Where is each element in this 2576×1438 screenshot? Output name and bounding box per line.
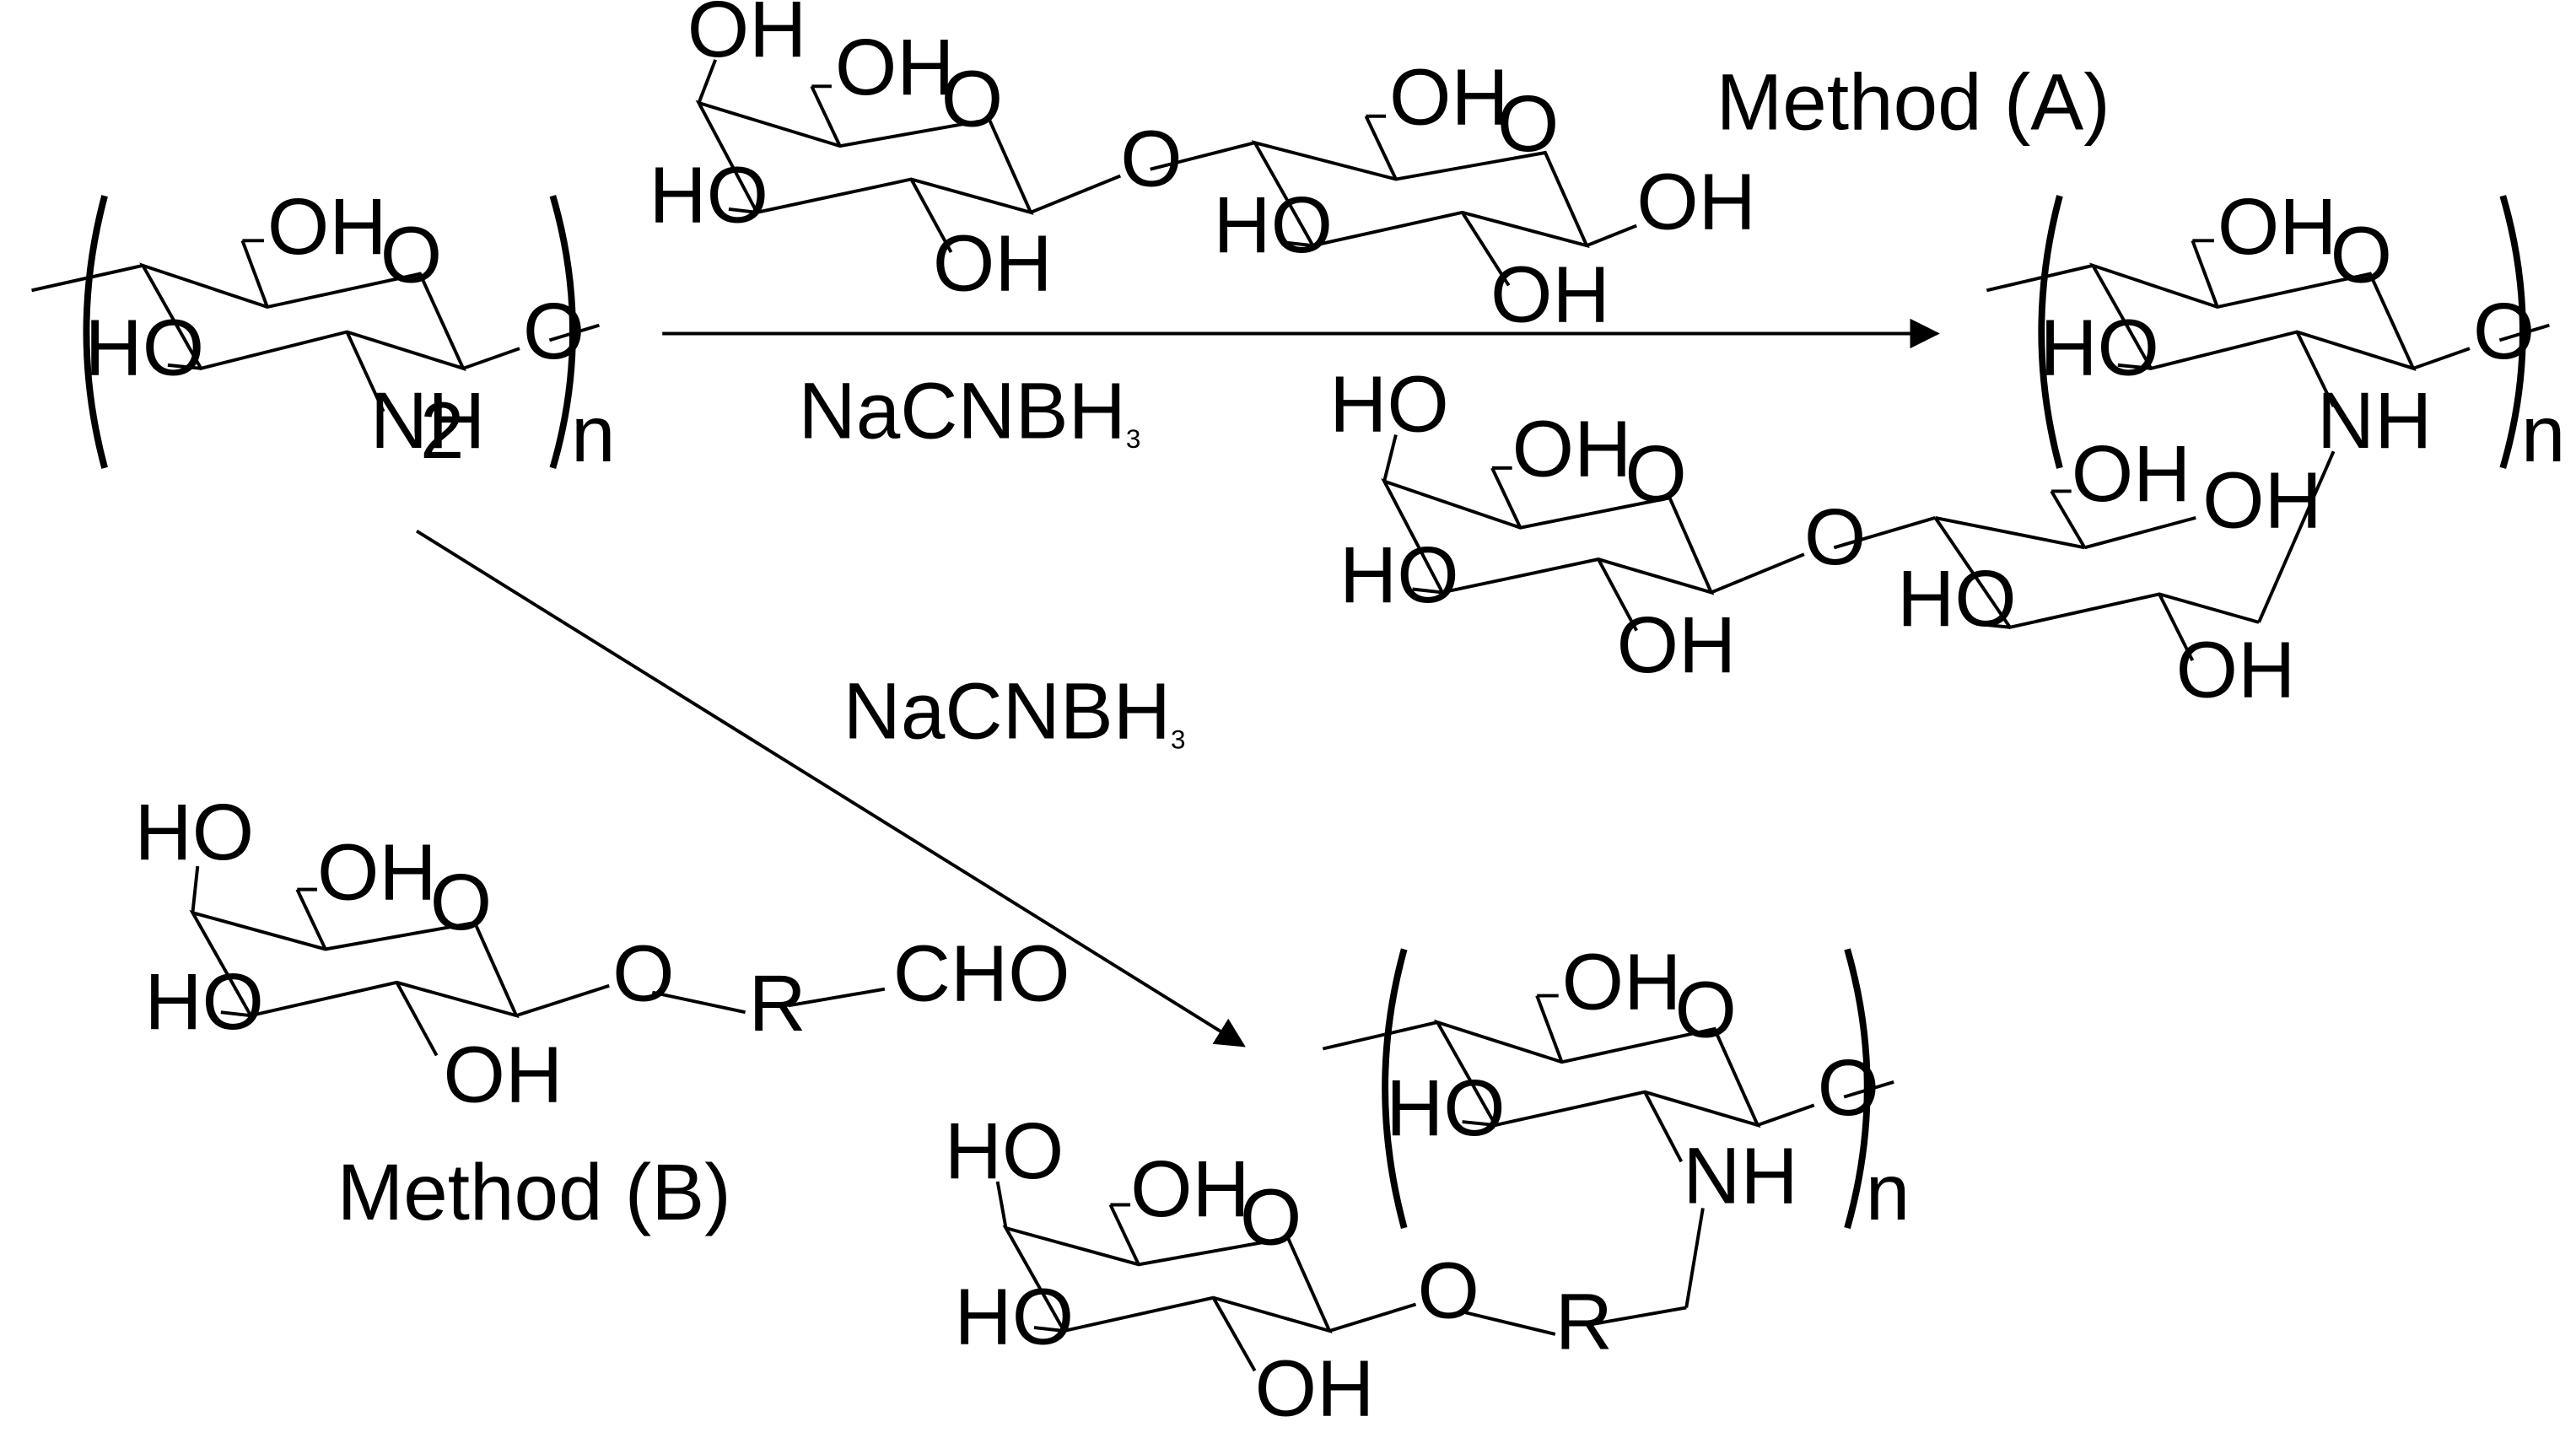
product-b-ring-o: O [1674, 967, 1736, 1055]
product-b-gal-c3-ho: HO [955, 1274, 1075, 1362]
galactoside-aldehyde-reagent: HO OH O HO OH O R CHO [135, 789, 1070, 1119]
amine-label: NH [370, 377, 485, 466]
glucose-c6-oh: OH [1389, 54, 1509, 143]
reagent-b-glycosidic-o: O [612, 929, 674, 1018]
product-a-chain-oh: OH [2202, 457, 2322, 546]
product-b-r-label: R [1555, 1279, 1613, 1367]
amine-subscript: 2 [420, 387, 465, 476]
lactose-c6-oh: OH [835, 24, 955, 112]
ring-oxygen-label: O [380, 211, 442, 299]
c6-oh-label: OH [267, 183, 387, 272]
lactose-reagent: OH OH O HO OH O OH O HO OH OH [649, 0, 1755, 340]
product-b-glycosidic-o2: O [1417, 1247, 1479, 1335]
repeat-n-label: n [571, 390, 616, 479]
product-a-glycosidic-o: O [2473, 288, 2535, 376]
product-b-c3-ho: HO [1386, 1064, 1506, 1153]
chitosan-reactant: OH O HO O NH 2 n [31, 183, 616, 479]
method-b-arrow [415, 529, 1246, 1048]
product-a-nh: NH [2317, 377, 2432, 466]
lactose-c2-oh: OH [933, 219, 1053, 308]
product-a-gal-c2-oh: OH [1617, 601, 1737, 690]
product-b-gal-c6-oh: OH [1130, 1145, 1250, 1234]
method-b-label: Method (B) [337, 1149, 731, 1237]
product-a: OH O HO O NH n HO OH O HO OH O OH OH HO … [1329, 183, 2565, 714]
reagent-b-c3-ho: HO [144, 958, 264, 1047]
reagent-b-c2-oh: OH [443, 1031, 563, 1119]
reagent-b-ring-o: O [430, 859, 492, 947]
glucose-c3-ho: HO [1213, 181, 1333, 270]
glucose-ring-o: O [1497, 80, 1559, 169]
product-a-gal-ring-o: O [1625, 430, 1686, 519]
product-a-chain-ho: HO [1897, 555, 2017, 644]
product-b-nh: NH [1683, 1133, 1797, 1221]
product-a-gal-c6-oh: OH [1512, 406, 1632, 494]
lactose-bridge-o: O [1120, 115, 1182, 203]
reagent-b-c4-ho: HO [135, 789, 255, 877]
product-b: OH O HO O NH n HO OH O HO OH O R [945, 938, 1910, 1433]
reagent-b-r-label: R [749, 960, 806, 1048]
product-a-chain-c6-oh: OH [2072, 430, 2191, 519]
product-b-c6-oh: OH [1562, 938, 1682, 1026]
product-a-c6-oh: OH [2218, 183, 2337, 272]
product-a-gal-c3-ho: HO [1339, 531, 1459, 620]
lactose-c3-ho: HO [649, 152, 768, 240]
glucose-c1-oh: OH [1636, 159, 1756, 247]
product-b-gal-c4-ho: HO [945, 1107, 1064, 1196]
reagent-a-label: NaCNBH3 [799, 367, 1141, 455]
product-a-n: n [2521, 390, 2566, 479]
glucose-c2-oh: OH [1490, 251, 1610, 340]
reagent-b-c6-oh: OH [317, 828, 437, 917]
product-a-ring-o: O [2331, 211, 2392, 299]
product-b-n: n [1866, 1149, 1910, 1237]
reagent-b-label: NaCNBH3 [843, 668, 1186, 757]
glycosidic-oxygen-label: O [523, 288, 585, 376]
lactose-ring-o1: O [941, 56, 1003, 144]
product-b-gal-ring-o: O [1240, 1174, 1301, 1263]
reagent-b-cho-label: CHO [893, 929, 1070, 1018]
product-b-glycosidic-o: O [1818, 1044, 1879, 1133]
product-b-gal-c2-oh: OH [1255, 1344, 1375, 1433]
product-a-chain-oh-2: OH [2176, 626, 2296, 714]
product-a-bridge-o: O [1804, 493, 1866, 582]
product-a-gal-c4-ho: HO [1329, 361, 1449, 450]
method-a-label: Method (A) [1716, 58, 2110, 147]
lactose-c4-oh: OH [687, 0, 807, 74]
c3-ho-label: HO [84, 304, 204, 393]
product-a-c3-ho: HO [2040, 304, 2159, 393]
